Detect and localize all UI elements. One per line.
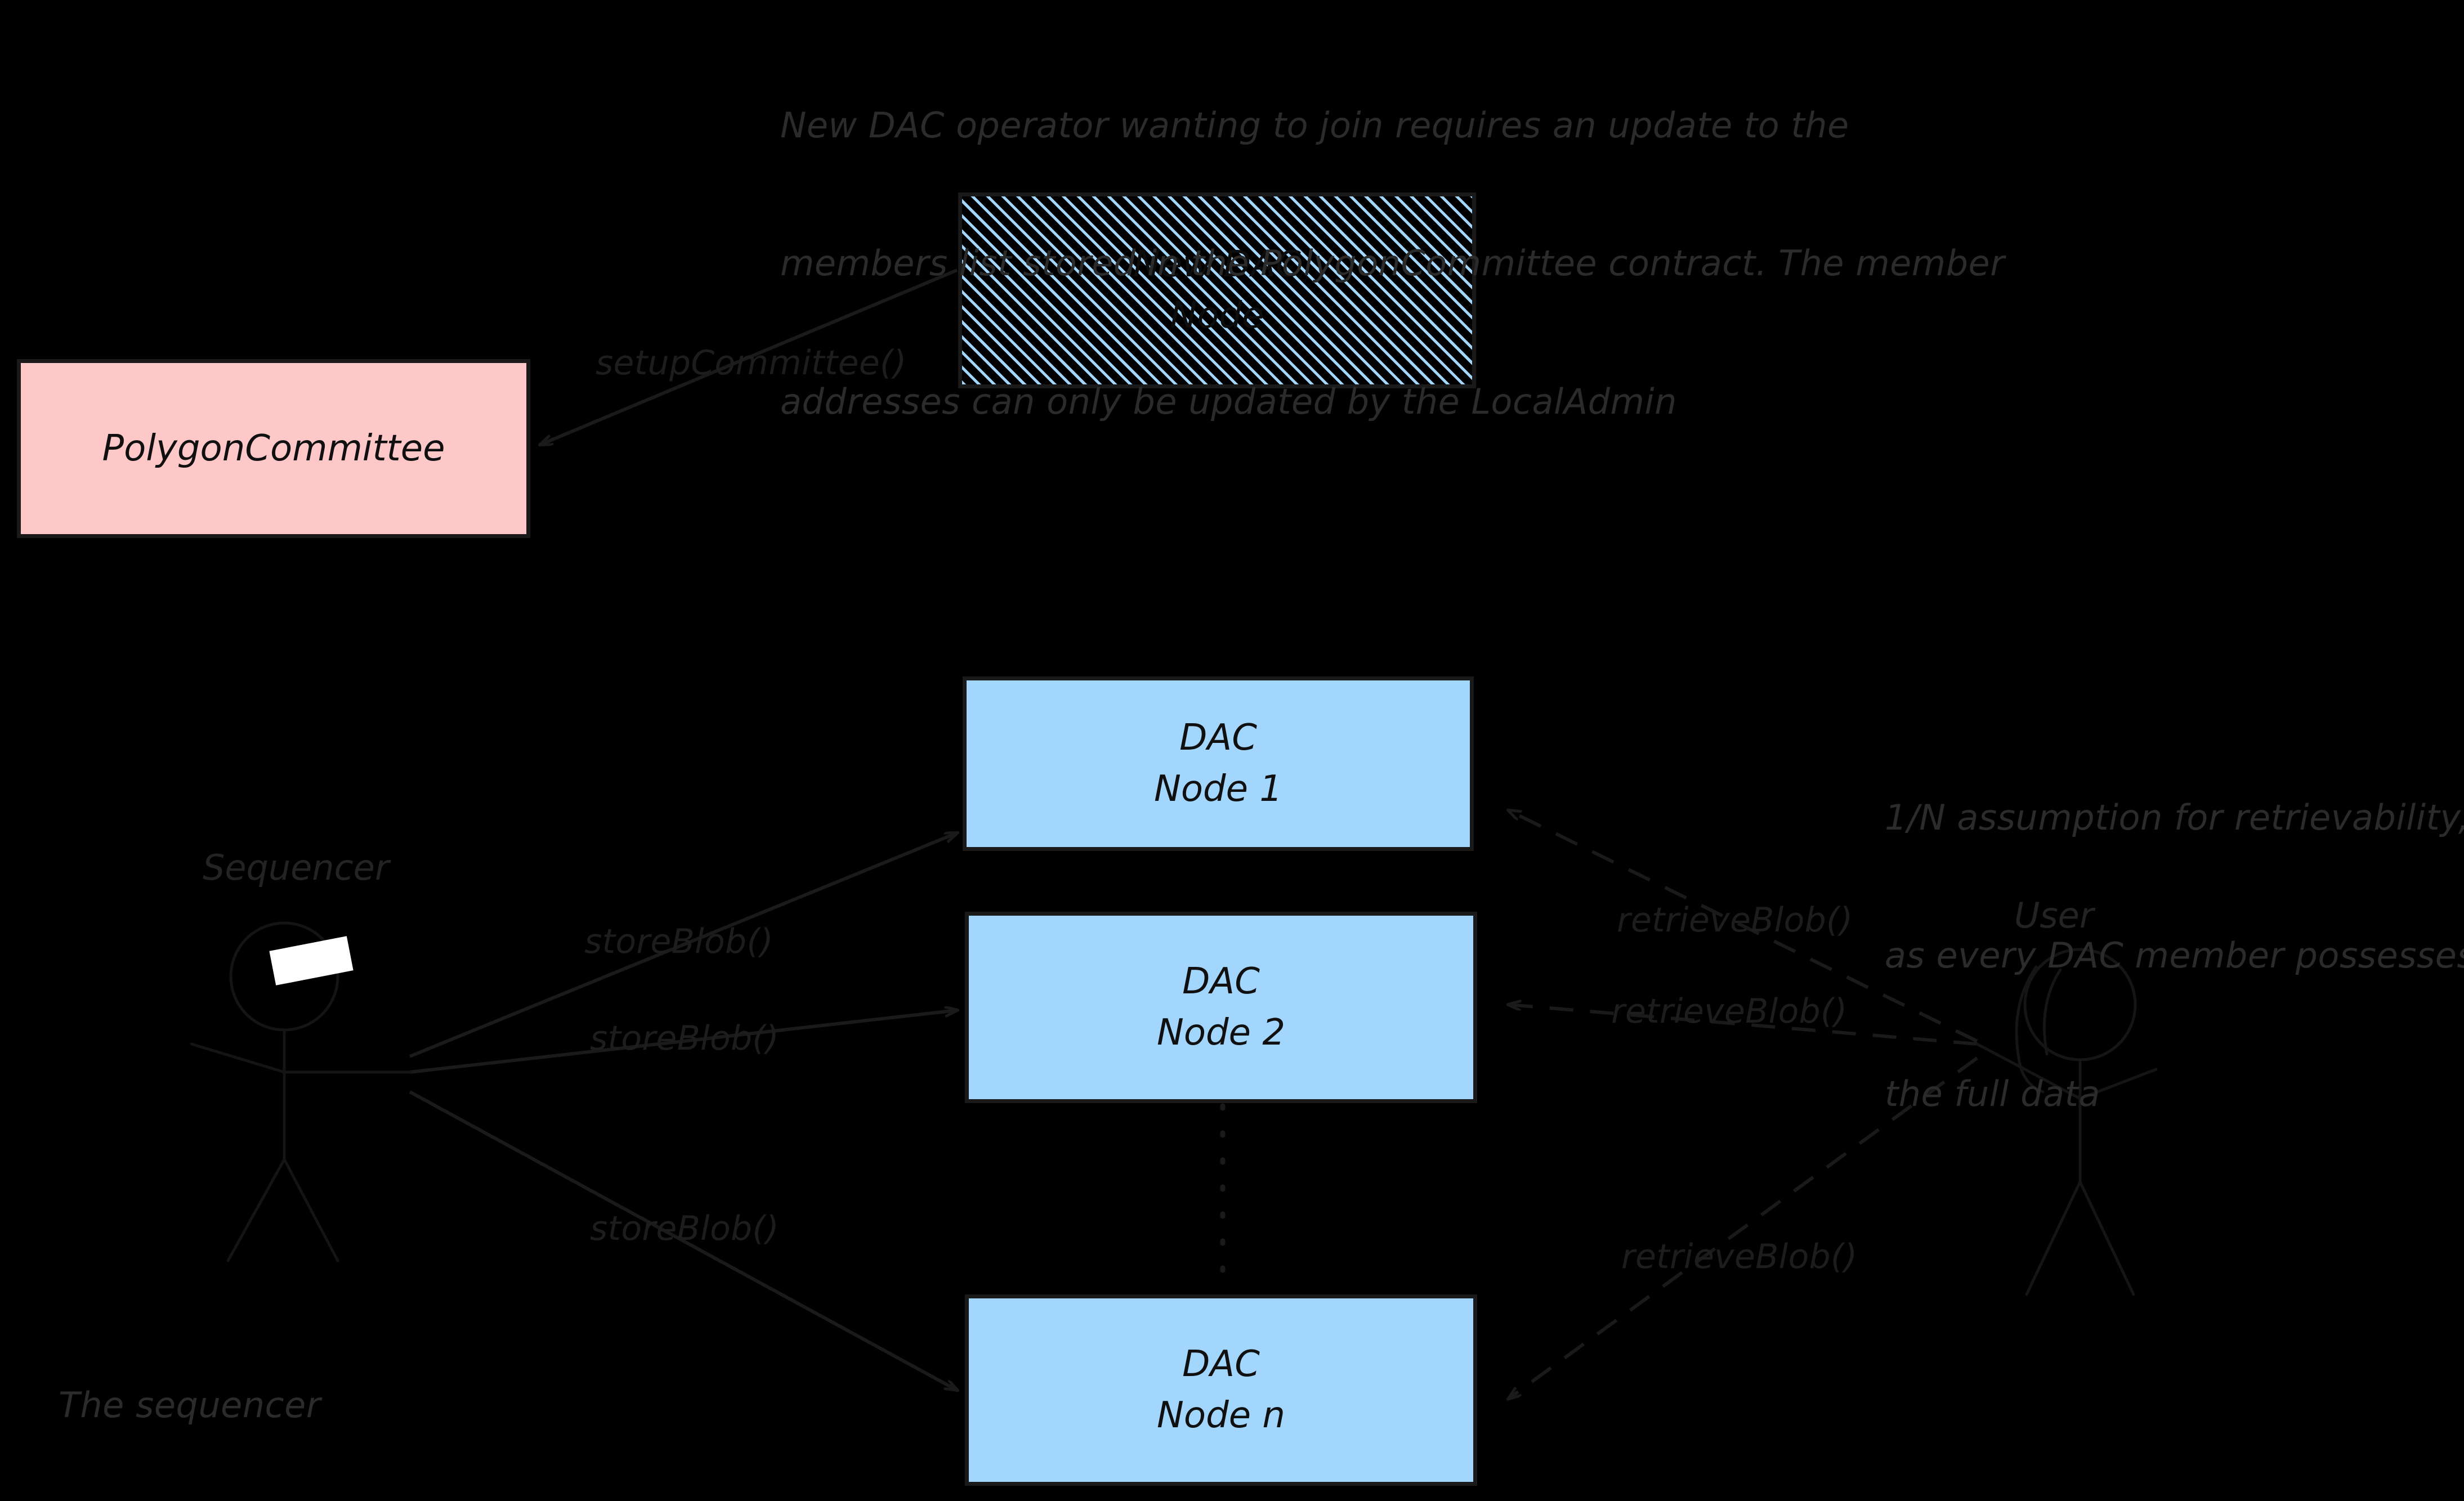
sequencer-figure <box>190 921 412 1262</box>
node-dac-node-2[interactable]: DAC Node 2 <box>965 912 1477 1103</box>
node-new-dac-node[interactable]: New DAC Node <box>958 192 1476 388</box>
edge-label-setup-committee: setupCommittee() <box>596 343 907 383</box>
edge-label-retrieve-blob-1: retrieveBlob() <box>1617 900 1853 940</box>
connector-store-blob-n <box>409 1090 957 1390</box>
edge-label-store-blob-1: storeBlob() <box>584 922 773 961</box>
edge-label-store-blob-n: storeBlob() <box>590 1209 779 1248</box>
connector-store-blob-1 <box>409 833 957 1058</box>
user-figure <box>1975 948 2158 1296</box>
node-dac-node-n[interactable]: DAC Node n <box>965 1294 1477 1486</box>
dac-node-2-line1: DAC <box>1182 961 1260 1003</box>
connector-retrieve-blob-1 <box>1509 810 1978 1043</box>
connector-retrieve-blob-n <box>1509 1056 1978 1399</box>
new-dac-node-line2: Node <box>1170 295 1264 337</box>
edge-label-retrieve-blob-n: retrieveBlob() <box>1621 1237 1858 1276</box>
sequencer-label: Sequencer <box>203 847 390 888</box>
connector-setup-committee <box>540 268 958 445</box>
edge-label-retrieve-blob-2: retrieveBlob() <box>1611 992 1848 1031</box>
user-label: User <box>2014 895 2094 936</box>
dac-node-n-line1: DAC <box>1182 1343 1260 1386</box>
dac-node-2-line2: Node 2 <box>1156 1012 1286 1054</box>
new-dac-node-line1: New DAC <box>1133 244 1301 286</box>
sequencer-block-paper <box>269 936 354 985</box>
polygon-committee-label: PolygonCommittee <box>102 427 445 469</box>
dac-node-n-line2: Node n <box>1157 1395 1285 1436</box>
connector-store-blob-2 <box>409 1010 957 1074</box>
node-polygon-committee[interactable]: PolygonCommittee <box>17 359 530 538</box>
dac-node-1-line2: Node 1 <box>1153 768 1283 810</box>
dac-node-1-line1: DAC <box>1179 717 1257 759</box>
edge-label-store-blob-2: storeBlob() <box>590 1019 779 1058</box>
node-dac-node-1[interactable]: DAC Node 1 <box>963 676 1474 851</box>
